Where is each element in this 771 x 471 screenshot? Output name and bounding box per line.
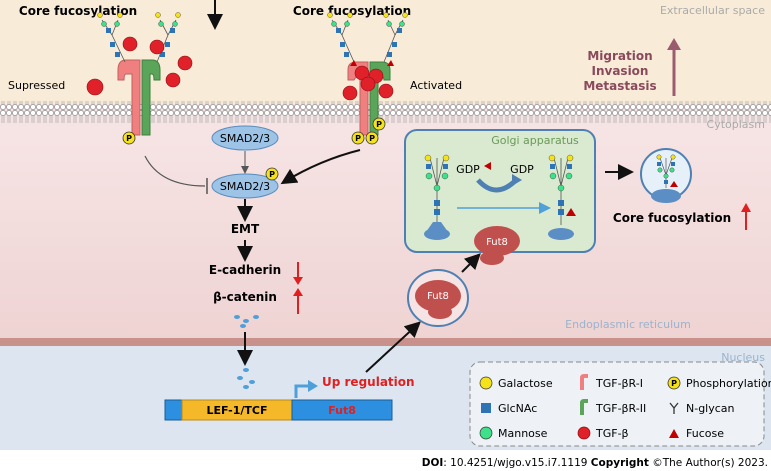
gdp-left-label: GDP (456, 163, 480, 176)
nuclear-envelope (0, 338, 771, 346)
nucleus-label: Nucleus (721, 351, 765, 364)
cytoplasm-label: Cytoplasm (707, 118, 765, 131)
suppressed-label: Supressed (8, 79, 65, 92)
er-label: Endoplasmic reticulum (565, 318, 691, 331)
legend-mannose: Mannose (498, 427, 548, 440)
doi-value: : 10.4251/wjgo.v15.i7.1119 (443, 457, 591, 469)
bcatenin-dots-cyto (234, 315, 259, 328)
svg-text:P: P (269, 170, 275, 179)
glycan-unmodified (424, 154, 450, 240)
core-fucosylation-mid-label: Core fucosylation (293, 4, 411, 18)
svg-text:P: P (671, 379, 677, 388)
activated-label: Activated (410, 79, 462, 92)
copyright-value: ©The Author(s) 2023. (649, 457, 768, 469)
activation-arrow (280, 149, 361, 185)
receptor-suppressed: P (86, 12, 193, 145)
core-fucosylation-left-label: Core fucosylation (19, 4, 137, 18)
receptor-activated: P P P (327, 12, 408, 145)
gdp-right-label: GDP (510, 163, 534, 176)
copyright-label: Copyright (591, 457, 649, 469)
upregulation-arrow (365, 321, 421, 373)
fut8-er-label: Fut8 (427, 291, 449, 302)
legend-tgfbr2: TGF-βR-II (595, 402, 646, 415)
migration-label: Migration (587, 49, 652, 63)
smad-bottom-label: SMAD2/3 (220, 180, 270, 193)
invasion-label: Invasion (592, 64, 649, 78)
extracellular-label: Extracellular space (660, 4, 765, 17)
legend-galactose: Galactose (498, 377, 553, 390)
smad-top-node (211, 125, 279, 151)
glycan-fucosylated (548, 154, 576, 240)
fut8-gene-label: Fut8 (328, 404, 356, 417)
emt-label: EMT (231, 222, 260, 236)
doi-label: DOI (422, 457, 444, 469)
legend-tgfbr1: TGF-βR-I (595, 377, 643, 390)
footer-citation: DOI: 10.4251/wjgo.v15.i7.1119 Copyright … (422, 457, 768, 469)
golgi-label: Golgi apparatus (491, 134, 579, 147)
fut8-gene-box (291, 399, 393, 421)
legend-tgfb: TGF-β (595, 427, 629, 440)
phospho-label: P (126, 134, 132, 143)
lef1-label: LEF-1/TCF (206, 404, 267, 417)
metastasis-label: Metastasis (583, 79, 656, 93)
bcatenin-label: β-catenin (213, 290, 277, 304)
inhibition-line (144, 155, 206, 187)
svg-text:P: P (355, 134, 361, 143)
smad-top-label: SMAD2/3 (220, 132, 270, 145)
legend-box (469, 361, 765, 447)
svg-text:P: P (376, 120, 382, 129)
cell-membrane (0, 101, 771, 123)
up-regulation-label: Up regulation (322, 375, 415, 389)
ecadherin-label: E-cadherin (209, 263, 281, 277)
bcatenin-dots-nuc (237, 368, 255, 389)
core-fucosylation-right-label: Core fucosylation (613, 211, 731, 225)
legend-nglycan: N-glycan (686, 402, 735, 415)
legend-fucose: Fucose (686, 427, 724, 440)
smad-bottom-node (211, 173, 279, 199)
legend-glcnac: GlcNAc (498, 402, 537, 415)
legend-phosphorylation: Phosphorylation (686, 377, 771, 390)
fut8-golgi-label: Fut8 (486, 237, 508, 248)
svg-text:P: P (369, 134, 375, 143)
